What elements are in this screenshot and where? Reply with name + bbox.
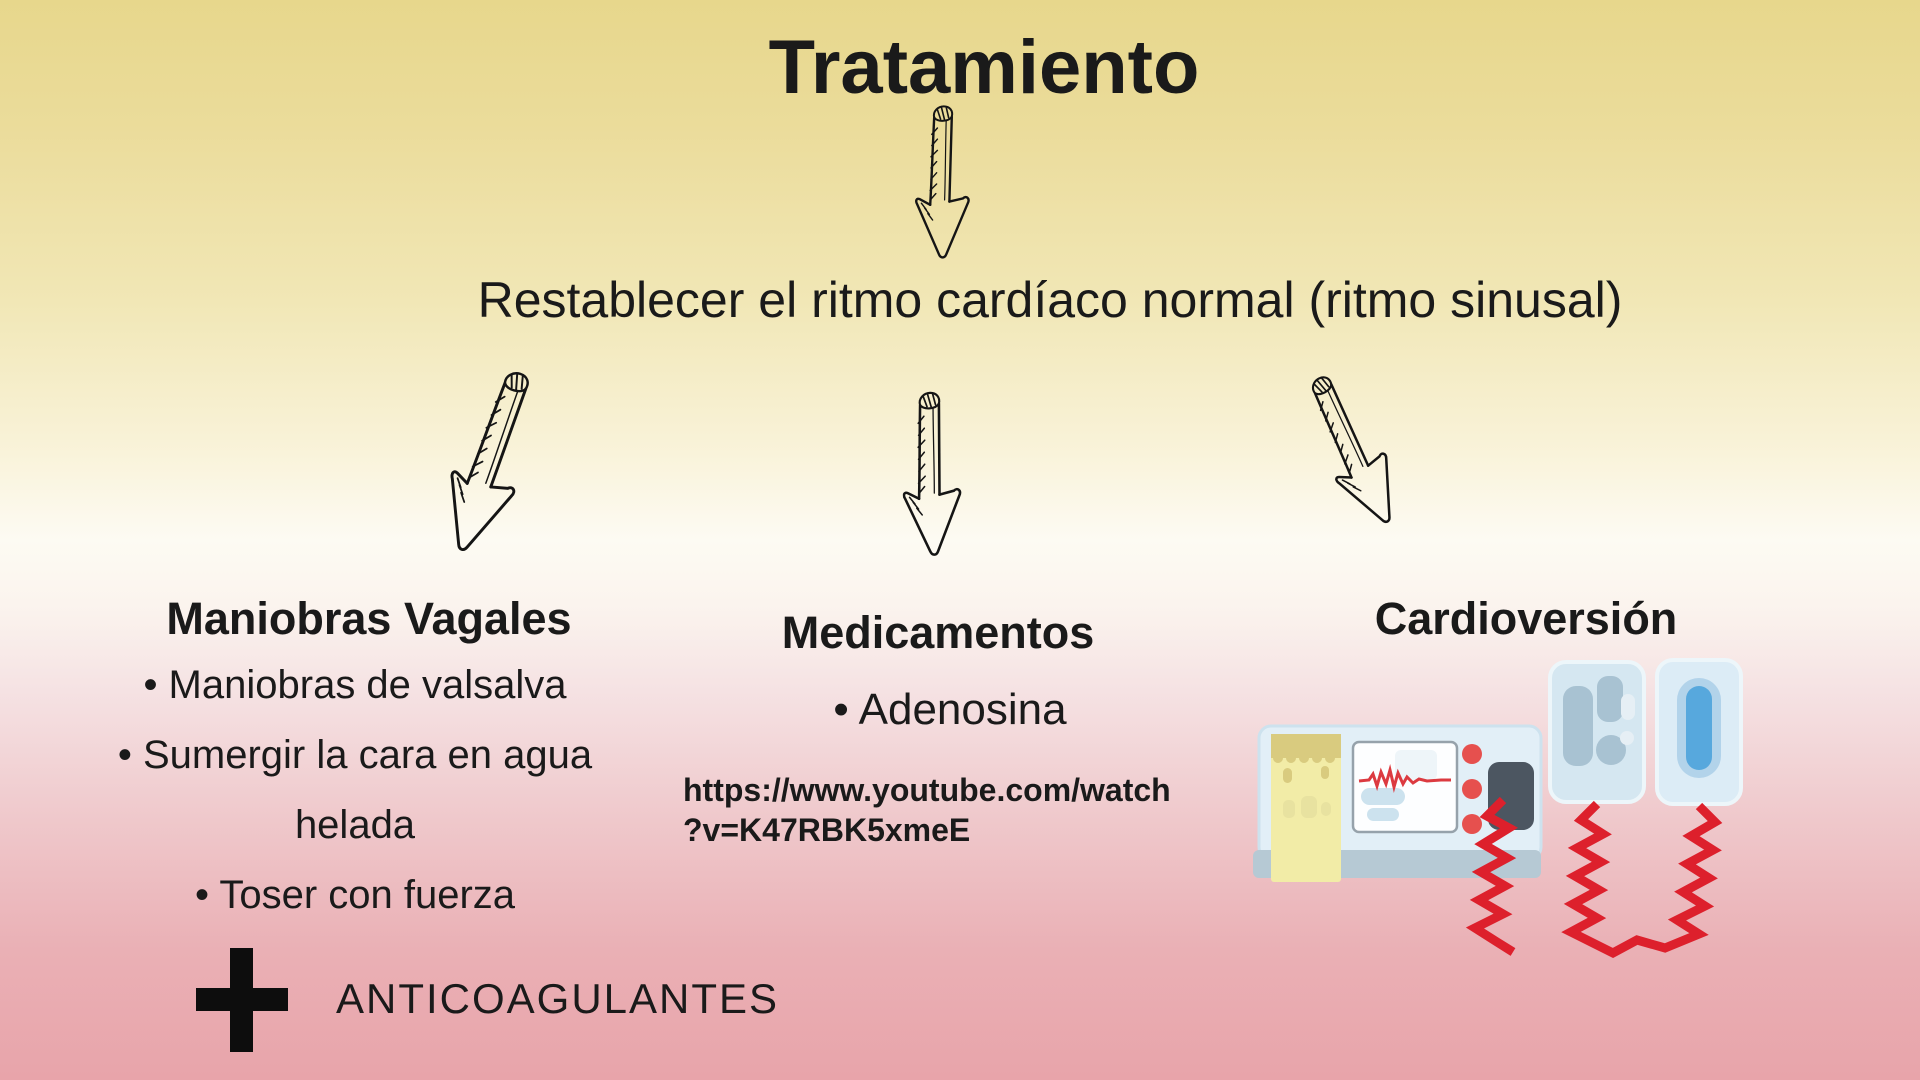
defib-cables <box>1465 796 1723 959</box>
youtube-link-line1[interactable]: https://www.youtube.com/watch <box>683 772 1171 808</box>
arrow-down-middle-icon <box>898 373 965 579</box>
slide-title: Tratamiento <box>768 25 1200 110</box>
anticoagulantes-label: ANTICOAGULANTES <box>336 975 780 1022</box>
arrow-down-icon <box>911 104 975 264</box>
defib-paddle-left <box>1548 660 1646 804</box>
heading-maniobras-vagales: Maniobras Vagales <box>166 593 572 644</box>
list-item: • Maniobras de valsalva <box>143 663 567 707</box>
arrow-down-right-icon <box>1288 362 1419 541</box>
defibrillator-illustration <box>1253 658 1743 959</box>
subtitle-restore-rhythm: Restablecer el ritmo cardíaco normal (ri… <box>477 272 1623 328</box>
maniobras-bullet-list: • Maniobras de valsalva • Sumergir la ca… <box>55 650 655 930</box>
list-item: • Sumergir la cara en agua helada <box>117 733 593 847</box>
ecg-screen <box>1351 740 1459 834</box>
machine-buttons <box>1462 744 1482 834</box>
ecg-paper-strip <box>1271 734 1341 882</box>
plus-icon <box>196 948 288 1052</box>
heading-medicamentos: Medicamentos <box>781 607 1095 658</box>
machine-handle <box>1488 762 1534 830</box>
heading-cardioversion: Cardioversión <box>1374 593 1678 644</box>
ecg-waveform <box>1358 764 1451 793</box>
list-item: • Toser con fuerza <box>194 873 516 917</box>
medicamentos-bullet: • Adenosina <box>833 685 1067 734</box>
arrow-down-left-icon <box>426 360 553 568</box>
youtube-link[interactable]: https://www.youtube.com/watch ?v=K47RBK5… <box>683 770 1243 850</box>
youtube-link-line2[interactable]: ?v=K47RBK5xmeE <box>683 812 971 848</box>
defib-paddle-right <box>1655 658 1743 806</box>
